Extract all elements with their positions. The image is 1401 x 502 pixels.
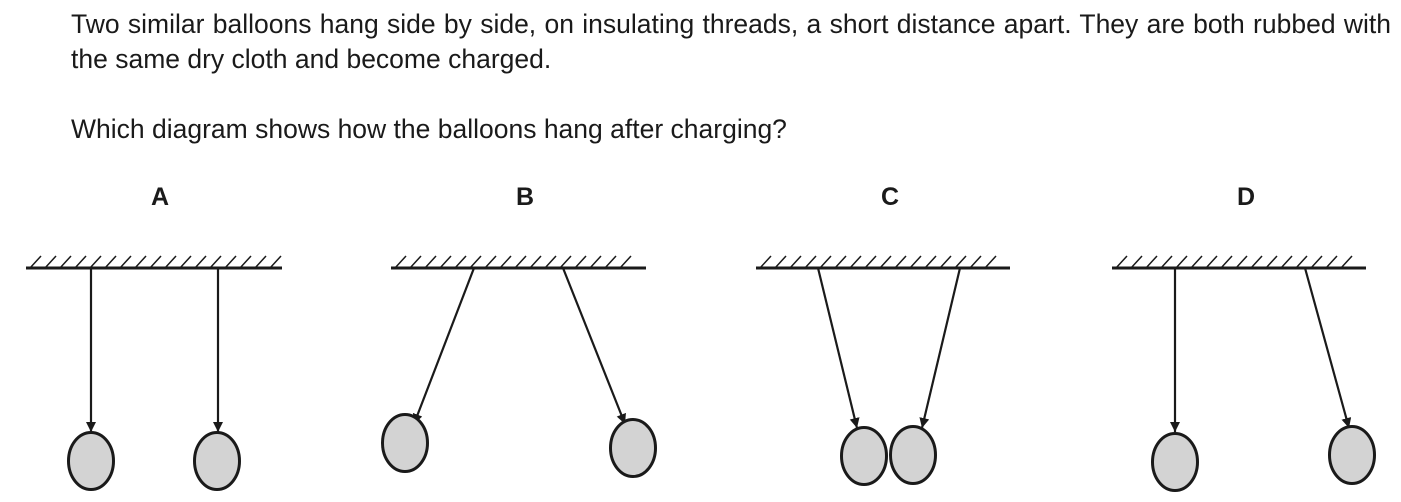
ceiling-hatching [759,255,997,269]
balloon-2 [1328,425,1376,485]
balloon-2 [193,431,241,491]
diagram-c [756,255,1010,486]
option-label-a: A [150,183,170,211]
balloon-2 [609,418,657,478]
question-prompt: Which diagram shows how the balloons han… [71,114,787,144]
ceiling-hatching [1115,255,1353,269]
option-label-b: B [515,183,535,211]
ceiling-hatching [394,255,632,269]
ceiling-hatching [29,255,282,269]
balloon-1 [67,431,115,491]
option-label-d: D [1236,183,1256,211]
question-stem: Two similar balloons hang side by side, … [71,9,1391,74]
diagram-b [381,255,657,478]
thread-1 [816,267,860,429]
thread-2 [1303,267,1352,429]
question-text: Two similar balloons hang side by side, … [71,7,1391,147]
balloon-1 [381,413,429,473]
thread-1 [412,267,476,425]
option-label-c: C [880,183,900,211]
diagram-a [26,255,282,491]
thread-2 [919,267,962,429]
balloon-2 [889,425,937,485]
thread-2 [561,267,627,425]
diagram-d [1112,255,1376,492]
balloon-1 [1151,432,1199,492]
balloon-1 [840,426,888,486]
